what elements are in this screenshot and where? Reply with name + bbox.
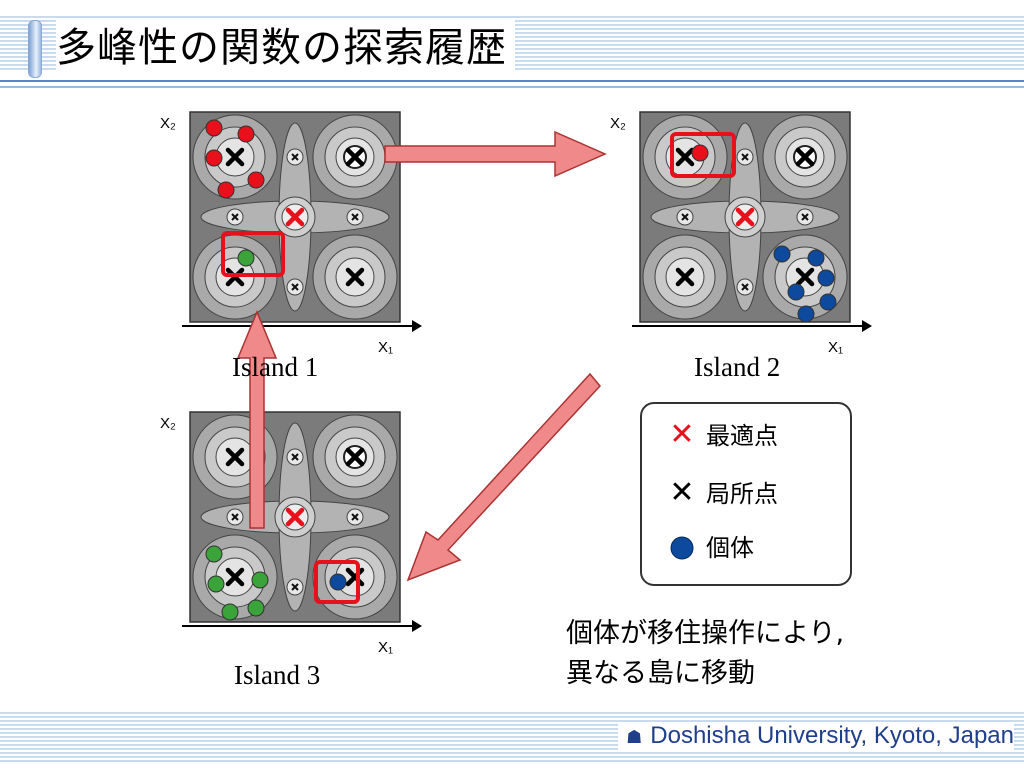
individual-dot [205,149,223,167]
local-knob-marker [801,213,809,221]
local-optimum-marker [225,147,245,167]
caption-line-1: 個体が移住操作により, [566,618,845,649]
individual-dot-icon [664,530,700,564]
individual-dot [797,305,815,323]
individual-dot [817,269,835,287]
individual-dot [205,545,223,563]
legend: ✕ 最適点 ✕ 局所点 個体 [640,402,852,586]
local-knob-marker [291,583,299,591]
local-optimum-marker [225,567,245,587]
local-optimum-marker [675,267,695,287]
island-1-label: Island 1 [232,352,319,382]
migration-arrow-3-to-1 [236,310,278,529]
header-divider-secondary [0,86,1024,88]
title-accent [28,20,42,78]
island-3-x2-label: X₂ [160,415,176,432]
individual-dot [217,181,235,199]
optimum-cross-icon: ✕ [669,417,695,452]
header-divider [0,80,1024,82]
local-knob-marker [291,153,299,161]
local-knob-marker [231,513,239,521]
local-knob-marker [741,283,749,291]
local-optimum-marker [675,147,695,167]
global-optimum-marker [285,207,305,227]
caption-line-2: 異なる島に移動 [566,658,755,689]
local-knob-marker [741,153,749,161]
island-2-label: Island 2 [694,352,781,382]
individual-dot [787,283,805,301]
local-optimum-marker [795,267,815,287]
footer-stripes [0,712,1024,764]
migration-arrow-1-to-2 [384,130,607,178]
local-knob-marker [291,453,299,461]
island-3-landscape: X₁ X₂ [160,411,422,656]
individual-dot [237,249,255,267]
local-knob-marker [681,213,689,221]
local-optimum-marker [793,145,817,169]
island-3-x1-label: X₁ [378,639,393,656]
migrant-highlight [670,132,736,178]
island-3-label: Island 3 [234,660,321,690]
island-2-landscape: X₁ X₂ [610,111,872,356]
local-optimum-marker [225,447,245,467]
island-2-x1-label: X₁ [828,339,843,356]
island-2-x2-label: X₂ [610,115,626,132]
page-title: 多峰性の関数の探索履歴 [56,20,515,76]
legend-optimum: ✕ 最適点 [664,418,778,452]
local-optimum-marker [345,267,365,287]
local-knob-marker [231,213,239,221]
individual-dot [807,249,825,267]
island-1-x1-label: X₁ [378,339,393,356]
migration-arrow-2-to-3 [406,372,601,582]
island-1-x2-label: X₂ [160,115,176,132]
local-knob-marker [351,513,359,521]
individual-dot [205,119,223,137]
caption: 個体が移住操作により, 異なる島に移動 [566,614,844,694]
island-1-landscape: X₁ X₂ [160,111,422,356]
migrant-highlight [221,231,285,277]
university-logo-icon: ☗ [626,727,643,747]
legend-local: ✕ 局所点 [664,476,778,510]
legend-local-label: 局所点 [706,480,778,508]
local-optimum-marker [343,145,367,169]
individual-dot [251,571,269,589]
legend-individual-label: 個体 [706,534,754,562]
individual-dot [247,171,265,189]
individual-dot [691,144,709,162]
legend-individual: 個体 [664,530,754,564]
footer: ☗ Doshisha University, Kyoto, Japan [618,722,1014,750]
individual-dot [329,573,347,591]
legend-optimum-label: 最適点 [706,422,778,450]
individual-dot [773,245,791,263]
local-knob-marker [291,283,299,291]
individual-dot [221,603,239,621]
local-optimum-marker [343,445,367,469]
local-cross-icon: ✕ [669,475,695,510]
individual-dot [207,575,225,593]
global-optimum-marker [735,207,755,227]
individual-dot [237,125,255,143]
migrant-highlight [314,560,360,604]
footer-text: Doshisha University, Kyoto, Japan [650,722,1014,749]
global-optimum-marker [285,507,305,527]
individual-dot [247,599,265,617]
local-knob-marker [351,213,359,221]
individual-dot [819,293,837,311]
